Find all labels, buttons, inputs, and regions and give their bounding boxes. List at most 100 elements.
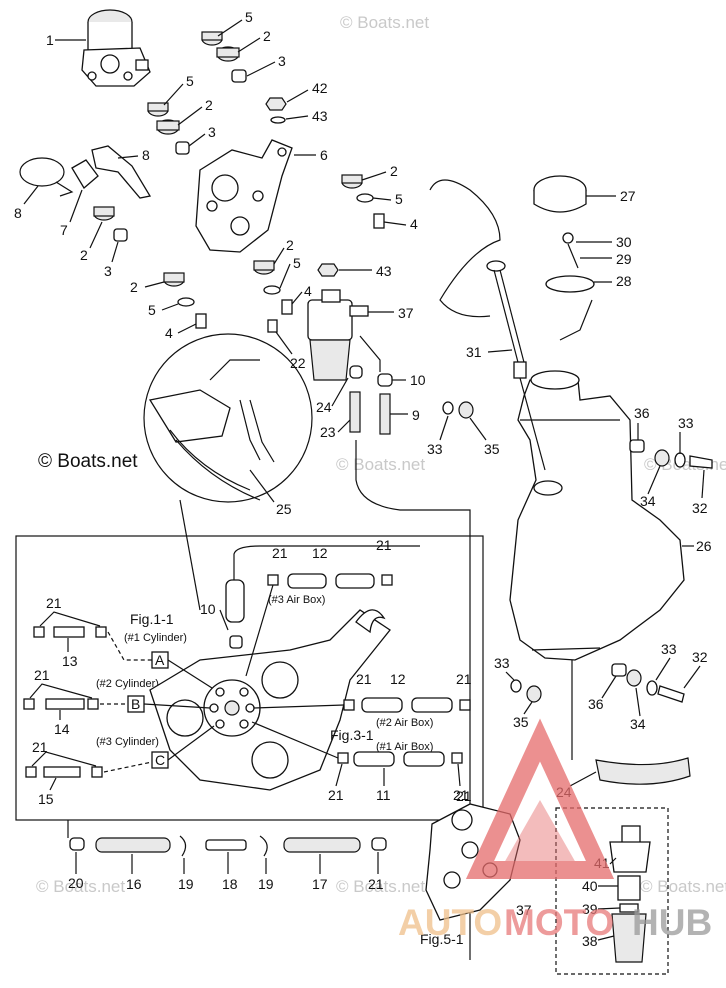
nut[interactable]	[317, 263, 339, 277]
callout-3[interactable]: 3	[104, 263, 112, 279]
callout-42[interactable]: 42	[312, 80, 328, 96]
callout-4[interactable]: 4	[165, 325, 173, 341]
callout-33[interactable]: 33	[661, 641, 677, 657]
callout-26[interactable]: 26	[696, 538, 712, 554]
clip[interactable]	[259, 835, 268, 857]
callout-34[interactable]: 34	[630, 716, 646, 732]
callout-36[interactable]: 36	[588, 696, 604, 712]
callout-33[interactable]: 33	[427, 441, 443, 457]
bolt[interactable]	[195, 313, 207, 329]
washer[interactable]	[263, 285, 281, 295]
washer[interactable]	[674, 452, 686, 468]
grommet[interactable]	[201, 31, 223, 46]
strainer[interactable]	[545, 275, 595, 293]
callout-36[interactable]: 36	[634, 405, 650, 421]
callout-2[interactable]: 2	[390, 163, 398, 179]
callout-12[interactable]: 12	[390, 671, 406, 687]
hose-set-cyl3[interactable]	[25, 751, 103, 778]
hose[interactable]	[349, 391, 361, 433]
callout-10[interactable]: 10	[200, 601, 216, 617]
clip[interactable]	[91, 145, 152, 199]
grommet[interactable]	[216, 46, 240, 62]
callout-1[interactable]: 1	[46, 32, 54, 48]
grommet[interactable]	[654, 449, 670, 467]
collar[interactable]	[113, 228, 128, 242]
hose[interactable]	[95, 837, 171, 853]
callout-29[interactable]: 29	[616, 251, 632, 267]
callout-21[interactable]: 21	[456, 788, 472, 804]
callout-21[interactable]: 21	[376, 537, 392, 553]
callout-21[interactable]: 21	[328, 787, 344, 803]
callout-34[interactable]: 34	[640, 493, 656, 509]
cap[interactable]	[349, 365, 363, 379]
collar[interactable]	[611, 663, 627, 677]
callout-8[interactable]: 8	[142, 147, 150, 163]
callout-7[interactable]: 7	[60, 222, 68, 238]
washer[interactable]	[270, 116, 286, 124]
hose[interactable]	[379, 393, 391, 435]
grommet[interactable]	[156, 119, 180, 135]
callout-2[interactable]: 2	[286, 237, 294, 253]
callout-35[interactable]: 35	[513, 714, 529, 730]
callout-37[interactable]: 37	[398, 305, 414, 321]
bolt[interactable]	[689, 455, 713, 469]
grommet[interactable]	[626, 669, 642, 687]
callout-4[interactable]: 4	[410, 216, 418, 232]
callout-10[interactable]: 10	[410, 372, 426, 388]
callout-14[interactable]: 14	[54, 721, 70, 737]
collar[interactable]	[231, 69, 247, 83]
callout-21[interactable]: 21	[453, 787, 469, 803]
callout-13[interactable]: 13	[62, 653, 78, 669]
callout-2[interactable]: 2	[130, 279, 138, 295]
pump-bracket[interactable]	[195, 139, 293, 253]
grommet[interactable]	[458, 401, 474, 419]
nut[interactable]	[265, 97, 287, 111]
callout-11[interactable]: 11	[376, 787, 391, 803]
hose-set-airbox1[interactable]	[337, 751, 463, 767]
callout-5[interactable]: 5	[148, 302, 156, 318]
cap[interactable]	[377, 373, 393, 387]
callout-32[interactable]: 32	[692, 500, 708, 516]
cap[interactable]	[229, 635, 243, 649]
bolt[interactable]	[281, 299, 293, 315]
callout-21[interactable]: 21	[368, 876, 384, 892]
bolt[interactable]	[373, 213, 385, 229]
callout-22[interactable]: 22	[290, 355, 306, 371]
outlet-hose[interactable]	[595, 757, 691, 785]
bolt[interactable]	[657, 685, 685, 703]
washer[interactable]	[510, 679, 522, 693]
hose[interactable]	[283, 837, 361, 853]
callout-25[interactable]: 25	[276, 501, 292, 517]
callout-38[interactable]: 38	[582, 933, 598, 949]
callout-37[interactable]: 37	[516, 902, 532, 918]
callout-20[interactable]: 20	[68, 875, 84, 891]
washer[interactable]	[177, 297, 195, 307]
callout-2[interactable]: 2	[263, 28, 271, 44]
bracket-clip[interactable]	[71, 159, 99, 189]
callout-33[interactable]: 33	[494, 655, 510, 671]
oil-pump[interactable]	[81, 9, 151, 87]
callout-40[interactable]: 40	[582, 878, 598, 894]
callout-30[interactable]: 30	[616, 234, 632, 250]
callout-17[interactable]: 17	[312, 876, 328, 892]
callout-39[interactable]: 39	[582, 901, 598, 917]
bolt[interactable]	[267, 319, 278, 333]
hose-set-airbox3[interactable]	[267, 573, 393, 589]
callout-32[interactable]: 32	[692, 649, 708, 665]
callout-33[interactable]: 33	[678, 415, 694, 431]
callout-27[interactable]: 27	[620, 188, 636, 204]
joint[interactable]	[205, 839, 247, 851]
callout-5[interactable]: 5	[293, 255, 301, 271]
air-box-plate[interactable]	[149, 609, 391, 791]
hose-set-airbox2[interactable]	[343, 697, 471, 713]
callout-35[interactable]: 35	[484, 441, 500, 457]
callout-19[interactable]: 19	[178, 876, 194, 892]
callout-28[interactable]: 28	[616, 273, 632, 289]
callout-21[interactable]: 21	[32, 739, 48, 755]
grommet[interactable]	[163, 272, 185, 287]
clip[interactable]	[179, 835, 187, 857]
grommet[interactable]	[147, 102, 169, 117]
callout-43[interactable]: 43	[312, 108, 328, 124]
collar[interactable]	[629, 439, 645, 453]
cap[interactable]	[69, 837, 85, 851]
